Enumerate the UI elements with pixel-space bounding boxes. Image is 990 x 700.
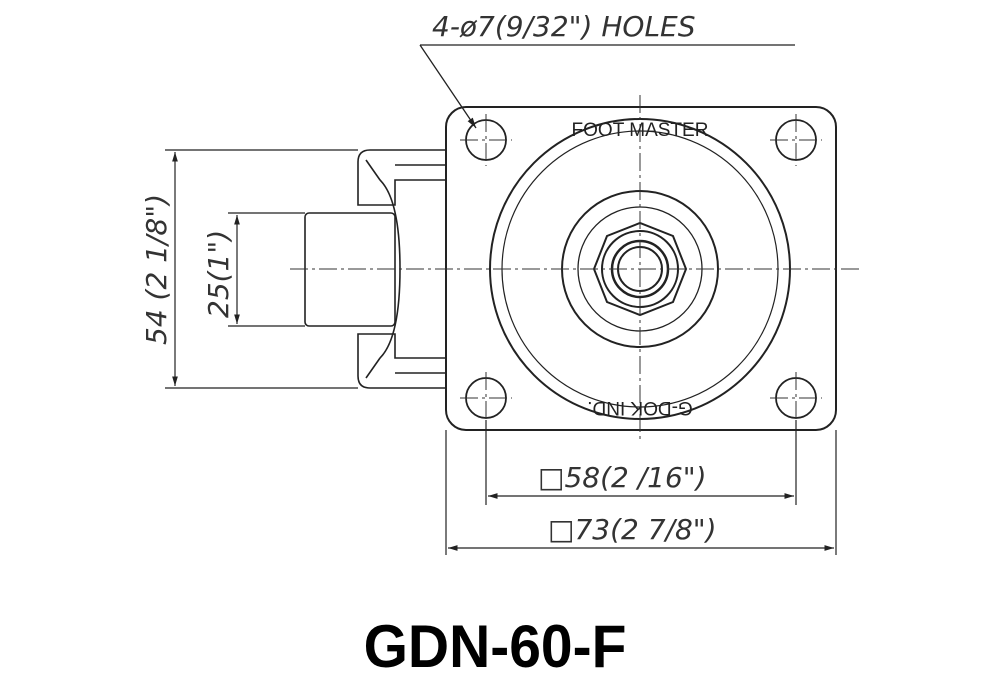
holes-leader — [419, 44, 795, 129]
holes-note: 4-ø7(9/32") HOLES — [432, 10, 696, 43]
centerlines — [290, 95, 860, 440]
dim-height: 54 (2 1/8") — [140, 194, 173, 345]
dim-wheel: 25(1") — [202, 230, 235, 318]
dim-plate: □73(2 7/8") — [548, 513, 717, 546]
dim-hole-spacing: □58(2 /16") — [538, 461, 707, 494]
g-dok-label: G-DOK IND. — [587, 397, 693, 418]
model-title: GDN-60-F — [363, 613, 627, 680]
dimension-lines — [165, 149, 837, 555]
foot-master-label: FOOT MASTER — [572, 120, 709, 141]
